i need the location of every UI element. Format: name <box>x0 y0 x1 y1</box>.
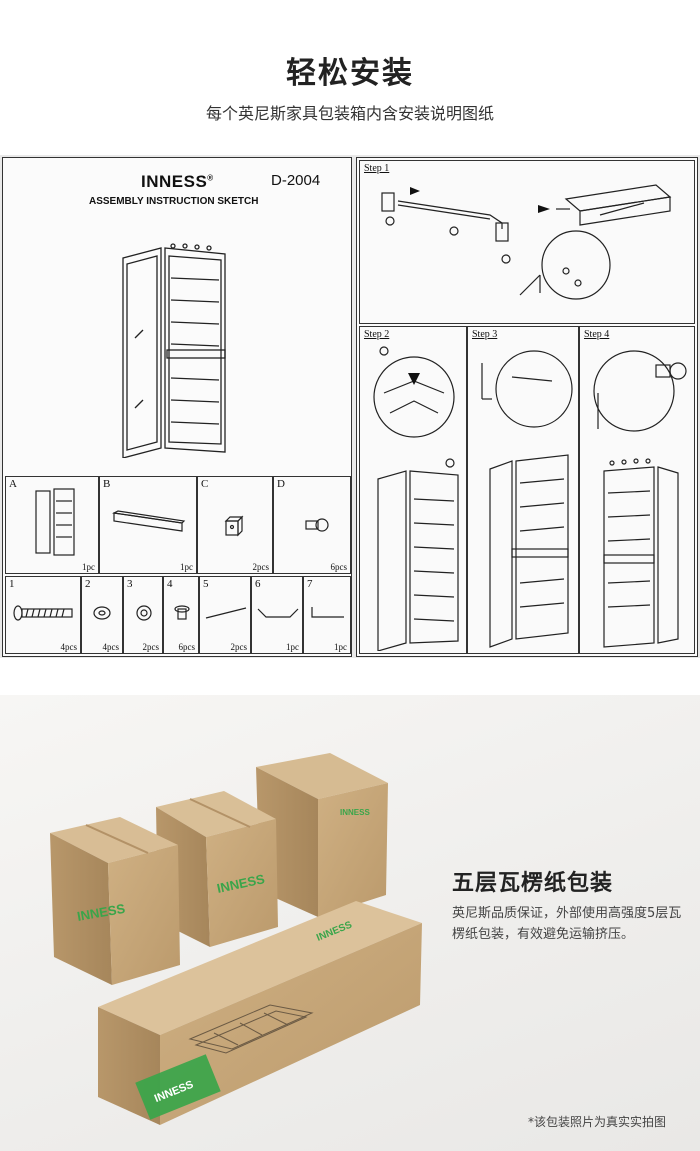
photo-note: *该包装照片为真实实拍图 <box>527 1115 666 1129</box>
part-d-sketch <box>305 518 329 532</box>
step-2-sketch <box>373 346 459 651</box>
hardware-1-cell: 1 4pcs <box>5 576 81 654</box>
part-a-cell: A 1pc <box>5 476 99 574</box>
box-brand-back: INNESS <box>340 808 370 817</box>
hardware-7-cell: 7 1pc <box>303 576 351 654</box>
page-title: 轻松安装 <box>286 56 414 91</box>
rod-sketch <box>205 607 247 619</box>
assembly-manual-image: INNESS® D-2004 ASSEMBLY INSTRUCTION SKET… <box>0 155 700 658</box>
packaging-title: 五层瓦楞纸包装 <box>452 871 614 896</box>
step-4-sketch <box>593 350 687 648</box>
step-2-panel: Step 2 <box>359 326 467 654</box>
dowel-sketch <box>174 605 190 620</box>
page-subtitle: 每个英尼斯家具包装箱内含安装说明图纸 <box>205 104 494 123</box>
part-a-sketch <box>35 488 75 556</box>
bent-rod-sketch <box>257 608 299 618</box>
step-4-panel: Step 4 <box>579 326 695 654</box>
manual-model: D-2004 <box>271 172 321 189</box>
packaging-description: 英尼斯品质保证，外部使用高强度5层瓦楞纸包装，有效避免运输挤压。 <box>452 906 682 942</box>
washer-sketch <box>93 606 111 620</box>
hex-key-sketch <box>311 607 344 618</box>
hardware-4-cell: 4 6pcs <box>163 576 199 654</box>
manual-left-sheet: INNESS® D-2004 ASSEMBLY INSTRUCTION SKET… <box>2 157 352 657</box>
manual-brand: INNESS® <box>141 172 214 191</box>
hardware-3-cell: 3 2pcs <box>123 576 163 654</box>
part-d-cell: D 6pcs <box>273 476 351 574</box>
cabinet-sketch <box>122 243 226 458</box>
part-c-cell: C 2pcs <box>197 476 273 574</box>
part-c-sketch <box>224 515 244 537</box>
cardboard-boxes: INNESS INNESS INNESS INNESS INNESS <box>50 753 422 1125</box>
part-b-cell: B 1pc <box>99 476 197 574</box>
part-b-sketch <box>112 510 186 532</box>
step-1-panel: Step 1 <box>359 160 695 324</box>
cam-lock-sketch <box>136 605 152 621</box>
header-section: 轻松安装 每个英尼斯家具包装箱内含安装说明图纸 <box>0 0 700 152</box>
hardware-6-cell: 6 1pc <box>251 576 303 654</box>
step-3-sketch <box>481 350 573 648</box>
hardware-5-cell: 5 2pcs <box>199 576 251 654</box>
manual-right-sheet: Step 1 Step 2 <box>356 157 698 657</box>
hardware-2-cell: 2 4pcs <box>81 576 123 654</box>
manual-sketch-title: ASSEMBLY INSTRUCTION SKETCH <box>89 196 259 207</box>
packaging-photo: INNESS INNESS INNESS INNESS INNESS 五层瓦楞纸… <box>0 695 700 1151</box>
step-3-panel: Step 3 <box>467 326 579 654</box>
step-1-sketch <box>381 184 672 300</box>
screw-sketch <box>13 605 73 621</box>
